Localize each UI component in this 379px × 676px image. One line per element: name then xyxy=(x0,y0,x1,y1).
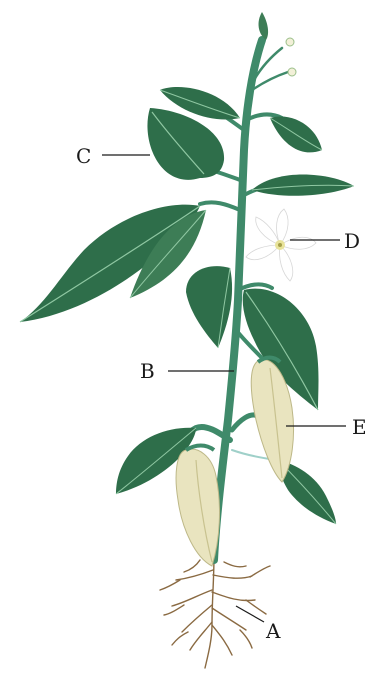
leaf-c xyxy=(147,108,224,180)
flower-buds xyxy=(286,38,296,76)
roots xyxy=(160,555,270,668)
label-d: D xyxy=(344,229,360,253)
label-c: C xyxy=(76,144,91,168)
flower xyxy=(246,209,316,281)
label-e: E xyxy=(352,415,367,439)
label-a: A xyxy=(265,619,281,643)
leaf-small-mid xyxy=(186,266,232,348)
label-b: B xyxy=(140,359,155,383)
leader-line-a xyxy=(236,606,264,622)
leaf-bud-top xyxy=(259,12,269,40)
pepper-left xyxy=(176,449,219,566)
